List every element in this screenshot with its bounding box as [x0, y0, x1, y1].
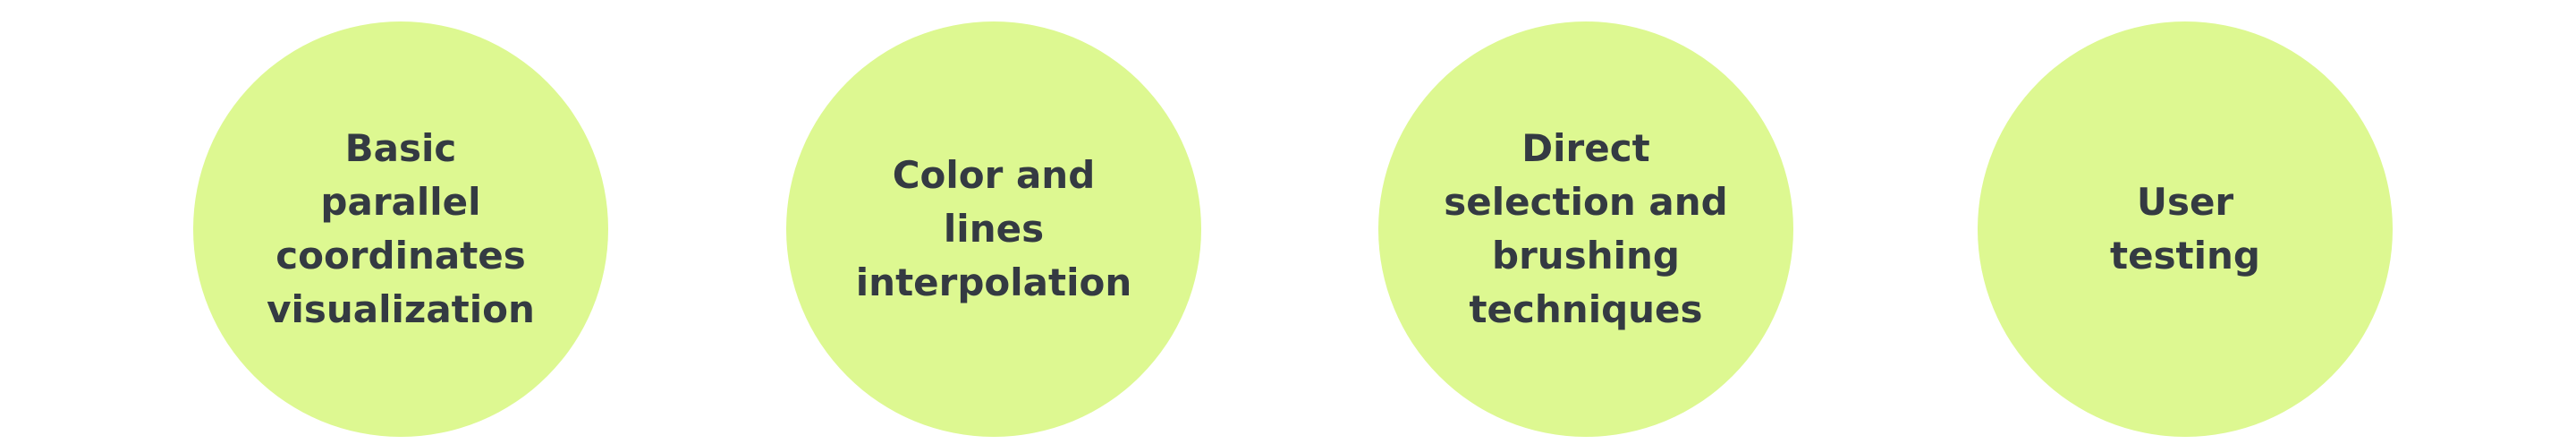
step-label-line: parallel — [320, 180, 481, 224]
step-circle-selection-brushing: Direct selection and brushing techniques — [1378, 21, 1793, 437]
step-label-line: User — [2136, 180, 2234, 224]
step-label-line: interpolation — [855, 260, 1132, 304]
step-label-line: selection and — [1444, 180, 1728, 224]
step-circle-basic-visualization: Basic parallel coordinates visualization — [193, 21, 608, 437]
step-circle-user-testing: User testing — [1978, 21, 2393, 437]
step-label-line: Color and — [892, 153, 1096, 197]
step-label: Basic parallel coordinates visualization — [267, 122, 535, 337]
step-label: User testing — [2110, 175, 2260, 283]
step-label-line: techniques — [1469, 287, 1703, 331]
step-label-line: coordinates — [275, 234, 526, 278]
step-circle-color-interpolation: Color and lines interpolation — [786, 21, 1201, 437]
step-label-line: Basic — [344, 126, 457, 170]
step-label-line: testing — [2110, 234, 2260, 278]
step-label-line: Direct — [1521, 126, 1650, 170]
step-label-line: lines — [943, 207, 1045, 251]
step-label: Direct selection and brushing techniques — [1444, 122, 1727, 337]
step-label-line: visualization — [267, 287, 535, 331]
step-label-line: brushing — [1492, 234, 1680, 278]
step-label: Color and lines interpolation — [856, 149, 1131, 310]
